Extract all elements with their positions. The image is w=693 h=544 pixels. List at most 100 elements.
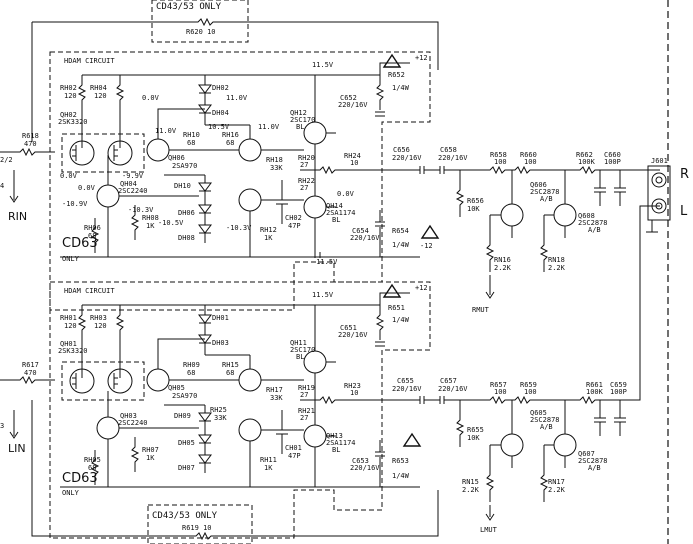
v-0d-r: 0.0V: [337, 190, 355, 198]
qh01-label: QH01: [60, 340, 77, 348]
qh12-bl: BL: [296, 123, 304, 131]
rh03-value: 120: [94, 322, 107, 330]
rh02-value: 120: [64, 92, 77, 100]
c656-value: 220/16V: [392, 154, 422, 162]
top-cd43-53-box: CD43/53 ONLY R620 10: [31, 0, 439, 142]
q607-part: 2SC2878: [578, 457, 608, 465]
r661-label: R661: [586, 381, 603, 389]
rh17-value: 33K: [270, 394, 283, 402]
qh12-part: 2SC170: [290, 116, 315, 124]
ch01-value: 47P: [288, 452, 301, 460]
ch02-value: 47P: [288, 222, 301, 230]
dh05-label: DH05: [178, 439, 195, 447]
q606-ab: A/B: [540, 195, 553, 203]
jack-j601: J601 R L: [646, 0, 689, 544]
r652-value: 1/4W: [392, 84, 410, 92]
qh11-label: QH11: [290, 339, 307, 347]
rn18-label: RN18: [548, 256, 565, 264]
q605-label: Q605: [530, 409, 547, 417]
qh14-label: QH14: [326, 202, 343, 210]
r651-value: 1/4W: [392, 316, 410, 324]
r652-label: R652: [388, 71, 405, 79]
c655-label: C655: [397, 377, 414, 385]
q605-ab: A/B: [540, 423, 553, 431]
r654-label: R654: [392, 227, 409, 235]
qh02-label: QH02: [60, 111, 77, 119]
m115-label-r: -11.5V: [312, 258, 338, 266]
c656-label: C656: [393, 146, 410, 154]
qh13-part: 2SA1174: [326, 439, 356, 447]
q606-label: Q606: [530, 181, 547, 189]
r656-label: R656: [467, 197, 484, 205]
qh11-bl: BL: [296, 353, 304, 361]
r660-label: R660: [520, 151, 537, 159]
dh01-label: DH01: [212, 314, 229, 322]
rh08-label: RH08: [142, 214, 159, 222]
warning-icon: [382, 53, 402, 68]
warning-icon-4: [402, 432, 422, 447]
c660-label: C660: [604, 151, 621, 159]
c654-value: 220/16V: [350, 234, 380, 242]
r657-label: R657: [490, 381, 507, 389]
warning-icon-3: [382, 283, 402, 298]
c652-value: 220/16V: [338, 101, 368, 109]
rh22-label: RH22: [298, 177, 315, 185]
rh12-label: RH12: [260, 226, 277, 234]
r617-label: R617: [22, 361, 39, 369]
left-channel: HDAM CIRCUIT CD63 ONLY 3 LIN R617 470 QH…: [0, 205, 660, 539]
rh22-value: 27: [300, 184, 308, 192]
jack-r-label: R: [680, 167, 689, 182]
rh10-label: RH10: [183, 131, 200, 139]
m109-label-r: -10.9V: [62, 200, 88, 208]
m12-label-r: -12: [420, 242, 433, 250]
qh03-part: 2SC2240: [118, 419, 148, 427]
c657-value: 220/16V: [438, 385, 468, 393]
c660-value: 100P: [604, 158, 621, 166]
hdam-label-r: HDAM CIRCUIT: [64, 57, 115, 65]
lin-label: LIN: [8, 442, 26, 455]
r653-value: 1/4W: [392, 472, 410, 480]
r659-value: 100: [524, 388, 537, 396]
r617-value: 470: [24, 369, 37, 377]
r619-label: R619 10: [182, 524, 212, 532]
v-11c-r: 11.0V: [258, 123, 280, 131]
rh21-label: RH21: [298, 407, 315, 415]
v-0b-r: 0.0V: [60, 172, 78, 180]
qh06-label: QH06: [168, 154, 185, 162]
q605-part: 2SC2878: [530, 416, 560, 424]
input-side-l: 3: [0, 422, 4, 430]
rh11-label: RH11: [260, 456, 277, 464]
rn17-value: 2.2K: [548, 486, 566, 494]
qh04-part: 2SC2240: [118, 187, 148, 195]
rh09-value: 68: [187, 369, 195, 377]
q607-label: Q607: [578, 450, 595, 458]
c652-label: C652: [340, 94, 357, 102]
rmut-label: RMUT: [472, 306, 490, 314]
qh12-label: QH12: [290, 109, 307, 117]
rh17-label: RH17: [266, 386, 283, 394]
rh03-label: RH03: [90, 314, 107, 322]
dh07-label: DH07: [178, 464, 195, 472]
c653-label: C653: [352, 457, 369, 465]
jack-l-label: L: [680, 204, 688, 219]
c658-label: C658: [440, 146, 457, 154]
rh02-label: RH02: [60, 84, 77, 92]
rh07-label: RH07: [142, 446, 159, 454]
rn16-label: RN16: [494, 256, 511, 264]
rn16-value: 2.2K: [494, 264, 512, 272]
r658-label: R658: [490, 151, 507, 159]
q608-ab: A/B: [588, 226, 601, 234]
r662-label: R662: [576, 151, 593, 159]
qh04-label: QH04: [120, 180, 137, 188]
rh24-label: RH24: [344, 152, 361, 160]
rh15-label: RH15: [222, 361, 239, 369]
c658-value: 220/16V: [438, 154, 468, 162]
only-label-l: ONLY: [62, 489, 80, 497]
bottom-box-label: CD43/53 ONLY: [152, 511, 218, 521]
rh04-label: RH04: [90, 84, 107, 92]
r656-value: 10K: [467, 205, 480, 213]
qh13-bl: BL: [332, 446, 340, 454]
rh19-label: RH19: [298, 384, 315, 392]
r655-value: 10K: [467, 434, 480, 442]
